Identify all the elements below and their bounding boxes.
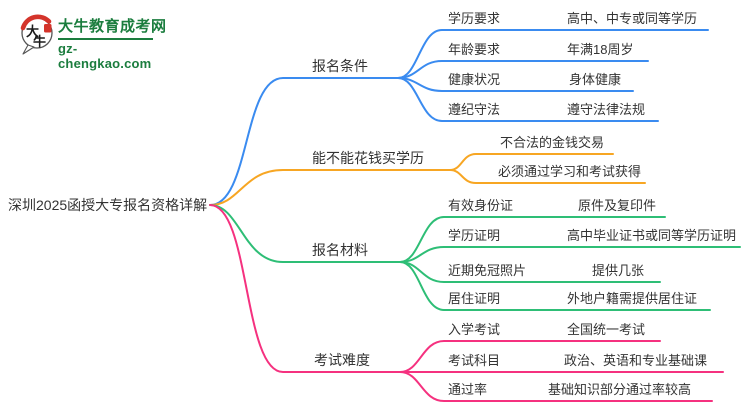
edge-root-to-materials xyxy=(209,204,401,263)
edge-difficulty-passrate xyxy=(399,371,713,402)
detail-law-abiding: 遵守法律法规 xyxy=(567,102,646,117)
subtopic-health-condition: 健康状况 xyxy=(448,72,501,87)
branch-topic-difficulty: 考试难度 xyxy=(314,352,370,368)
detail-valid-id: 原件及复印件 xyxy=(578,198,657,213)
subtopic-education-requirement: 学历要求 xyxy=(448,11,501,26)
detail-pass-rate: 基础知识部分通过率较高 xyxy=(548,382,692,397)
subtopic-exam-subjects: 考试科目 xyxy=(448,353,501,368)
branch-topic-conditions: 报名条件 xyxy=(312,58,368,74)
edge-materials-diploma xyxy=(399,246,741,263)
detail-health-condition: 身体健康 xyxy=(569,72,622,87)
logo-domain: gz-chengkao.com xyxy=(58,41,152,71)
subtopic-recent-photo: 近期免冠照片 xyxy=(448,263,527,278)
logo-mark-char-top: 大 xyxy=(26,24,39,39)
subtopic-age-requirement: 年龄要求 xyxy=(448,42,501,57)
edge-conditions-law xyxy=(397,77,659,122)
detail-age-requirement: 年满18周岁 xyxy=(567,42,634,57)
detail-residence-proof: 外地户籍需提供居住证 xyxy=(567,291,698,306)
subtopic-education-proof: 学历证明 xyxy=(448,228,501,243)
subtopic-law-abiding: 遵纪守法 xyxy=(448,102,501,117)
edge-conditions-education xyxy=(397,29,709,79)
subtopic-pass-rate: 通过率 xyxy=(448,382,488,397)
branch-topic-materials: 报名材料 xyxy=(312,242,368,258)
subtopic-must-study-exam: 必须通过学习和考试获得 xyxy=(498,164,642,179)
subtopic-residence-proof: 居住证明 xyxy=(448,291,501,306)
edge-difficulty-entrance xyxy=(399,340,661,373)
detail-exam-subjects: 政治、英语和专业基础课 xyxy=(564,353,708,368)
edge-root-to-difficulty xyxy=(209,204,401,373)
edge-materials-id xyxy=(399,216,666,263)
edge-root-to-buy-diploma xyxy=(209,169,451,206)
detail-education-proof: 高中毕业证书或同等学历证明 xyxy=(567,228,737,243)
edge-root-to-conditions xyxy=(209,77,399,206)
logo-divider xyxy=(58,38,153,40)
subtopic-entrance-exam: 入学考试 xyxy=(448,322,501,337)
site-logo-icon: 大 牛 xyxy=(20,14,53,55)
subtopic-illegal-transaction: 不合法的金钱交易 xyxy=(500,135,605,150)
edge-materials-residence xyxy=(399,261,711,311)
detail-education-requirement: 高中、中专或同等学历 xyxy=(567,11,698,26)
edge-buy-diploma-study xyxy=(449,169,646,184)
detail-recent-photo: 提供几张 xyxy=(592,263,645,278)
root-topic: 深圳2025函授大专报名资格详解 xyxy=(8,197,208,213)
site-logo: 大 牛 大牛教育成考网 gz-chengkao.com xyxy=(18,11,168,71)
logo-site-name: 大牛教育成考网 xyxy=(58,18,167,35)
subtopic-valid-id: 有效身份证 xyxy=(448,198,514,213)
branch-topic-buy-diploma: 能不能花钱买学历 xyxy=(312,150,424,166)
detail-entrance-exam: 全国统一考试 xyxy=(567,322,646,337)
logo-mark-char-bottom: 牛 xyxy=(33,34,46,49)
